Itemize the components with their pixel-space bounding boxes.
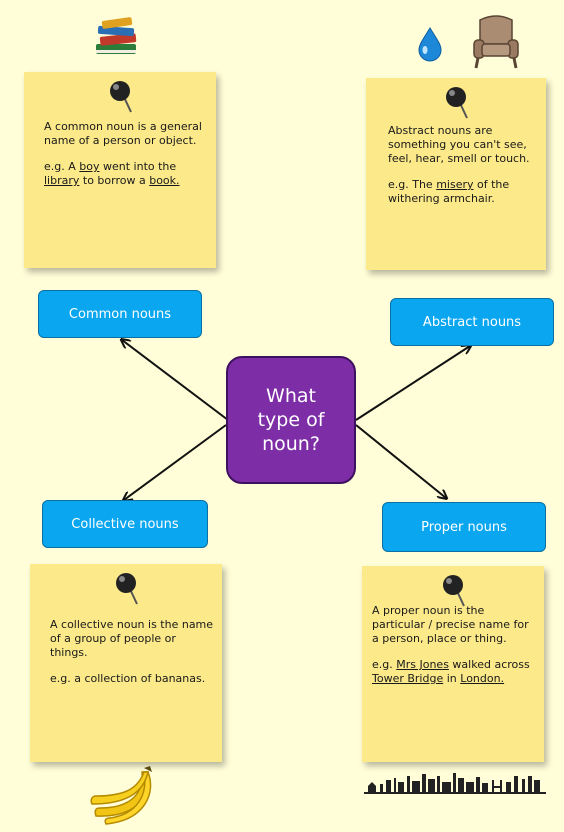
note-proper-definition: A proper noun is the particular / precis… [372, 604, 529, 645]
collective-nouns-box: Collective nouns [42, 500, 208, 548]
note-abstract-example: e.g. The misery of the withering armchai… [388, 178, 510, 205]
note-collective: A collective noun is the name of a group… [30, 564, 222, 762]
armchair-icon [473, 15, 519, 69]
note-collective-example: e.g. a collection of bananas. [50, 672, 206, 685]
pin-icon [116, 573, 138, 605]
pin-icon [446, 87, 468, 119]
pin-icon [443, 575, 465, 607]
arrow-to-abstract [355, 346, 470, 421]
note-common-example: e.g. A boy went into the library to borr… [44, 160, 180, 187]
note-proper: A proper noun is the particular / precis… [362, 566, 544, 762]
arrow-to-collective [124, 424, 227, 500]
common-nouns-box: Common nouns [38, 290, 202, 338]
note-proper-example: e.g. Mrs Jones walked across Tower Bridg… [372, 658, 530, 685]
water-drop-icon [418, 27, 442, 62]
proper-nouns-box: Proper nouns [382, 502, 546, 552]
center-question: What type of noun? [226, 356, 356, 484]
city-skyline-icon [364, 773, 546, 794]
arrow-to-proper [355, 424, 446, 498]
books-icon [96, 17, 137, 54]
note-collective-definition: A collective noun is the name of a group… [50, 618, 214, 659]
note-common-definition: A common noun is a general name of a per… [44, 120, 202, 147]
abstract-nouns-box: Abstract nouns [390, 298, 554, 346]
note-common: A common noun is a general name of a per… [24, 72, 216, 268]
note-abstract: Abstract nouns are something you can't s… [366, 78, 546, 270]
center-question-label: What type of noun? [257, 385, 325, 455]
note-abstract-definition: Abstract nouns are something you can't s… [388, 124, 530, 165]
pin-icon [110, 81, 132, 113]
arrow-to-common [122, 340, 229, 421]
bananas-icon [90, 766, 152, 825]
